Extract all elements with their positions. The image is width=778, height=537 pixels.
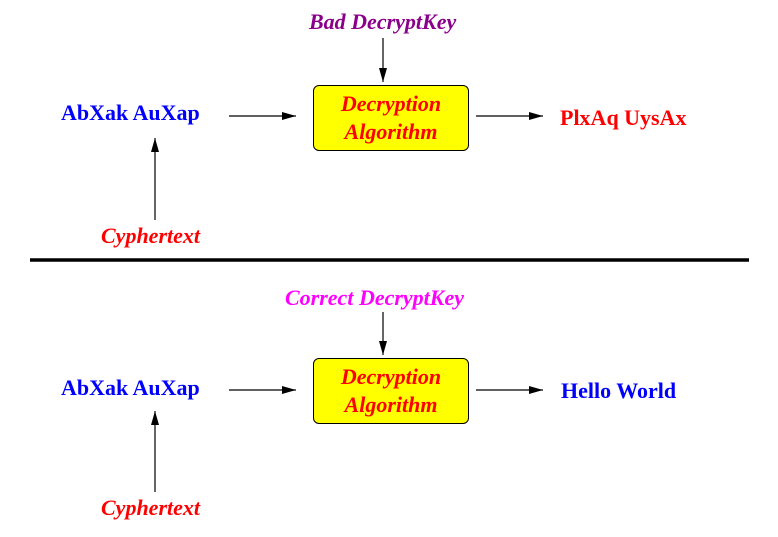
bottom-algorithm-line1: Decryption <box>340 364 442 389</box>
bottom-input-label: AbXak AuXap <box>61 375 200 400</box>
top-key-label: Bad DecryptKey <box>309 9 457 34</box>
bottom-decryption-algorithm-box: Decryption Algorithm <box>313 358 469 424</box>
top-decryption-algorithm-box: Decryption Algorithm <box>313 85 469 151</box>
top-input-label: AbXak AuXap <box>61 100 200 125</box>
bottom-source-label: Cyphertext <box>101 495 200 520</box>
top-algorithm-line1: Decryption <box>340 91 442 116</box>
bottom-algorithm-line2: Algorithm <box>344 392 438 417</box>
top-source-label: Cyphertext <box>101 223 200 248</box>
bottom-output-label: Hello World <box>561 378 677 403</box>
bottom-key-label: Correct DecryptKey <box>285 285 464 310</box>
top-algorithm-line2: Algorithm <box>344 119 438 144</box>
top-output-label: PlxAq UysAx <box>560 105 687 130</box>
